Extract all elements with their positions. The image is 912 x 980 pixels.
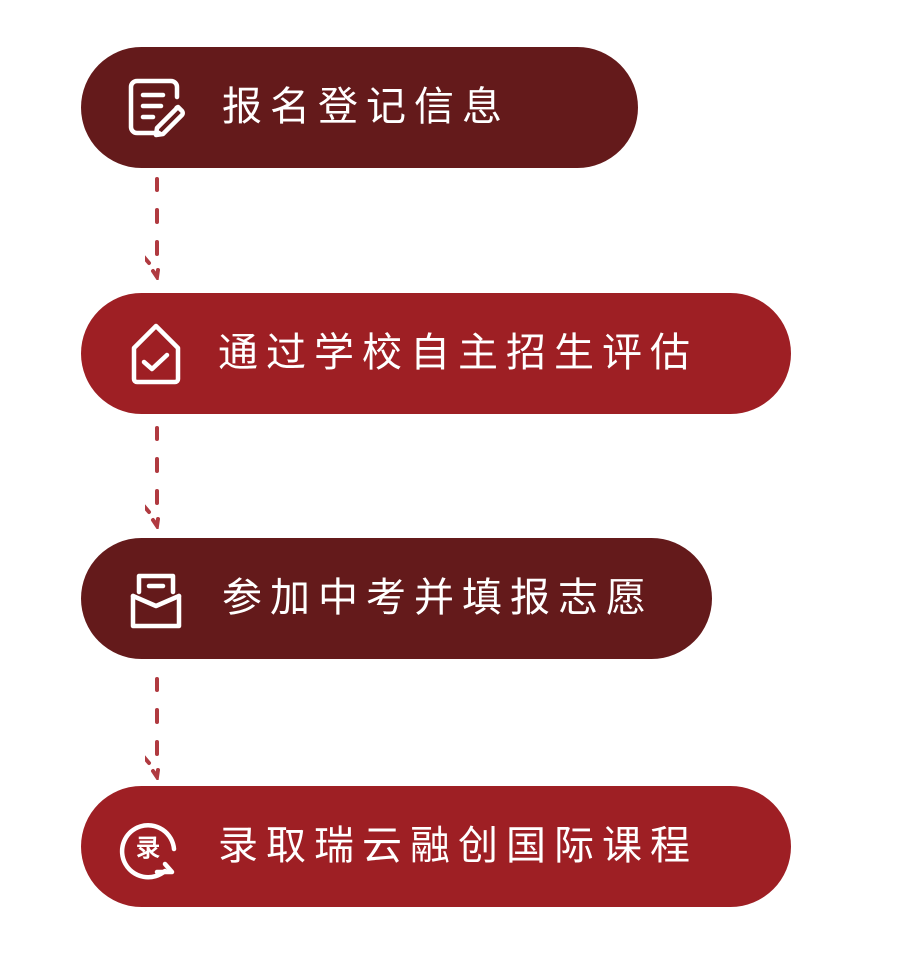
step-1-register: 报名登记信息	[81, 47, 638, 168]
edit-document-icon	[123, 75, 189, 141]
step-3-exam-application: 参加中考并填报志愿	[81, 538, 712, 659]
step-label: 录取瑞云融创国际课程	[218, 823, 698, 869]
svg-text:录: 录	[136, 834, 160, 862]
house-check-icon	[123, 321, 189, 387]
dashed-arrow-connector	[145, 176, 171, 280]
dashed-arrow-connector	[145, 425, 171, 529]
step-4-admission: 录 录取瑞云融创国际课程	[81, 786, 791, 907]
step-label: 通过学校自主招生评估	[218, 330, 698, 376]
dashed-arrow-icon	[145, 177, 160, 280]
dashed-arrow-icon	[145, 677, 160, 780]
dashed-arrow-connector	[145, 676, 171, 780]
admission-circle-arrow-icon: 录	[117, 814, 183, 880]
dashed-arrow-icon	[145, 426, 160, 529]
step-label: 参加中考并填报志愿	[222, 575, 654, 621]
step-2-assessment: 通过学校自主招生评估	[81, 293, 791, 414]
open-envelope-icon	[123, 566, 189, 632]
step-label: 报名登记信息	[222, 84, 510, 130]
